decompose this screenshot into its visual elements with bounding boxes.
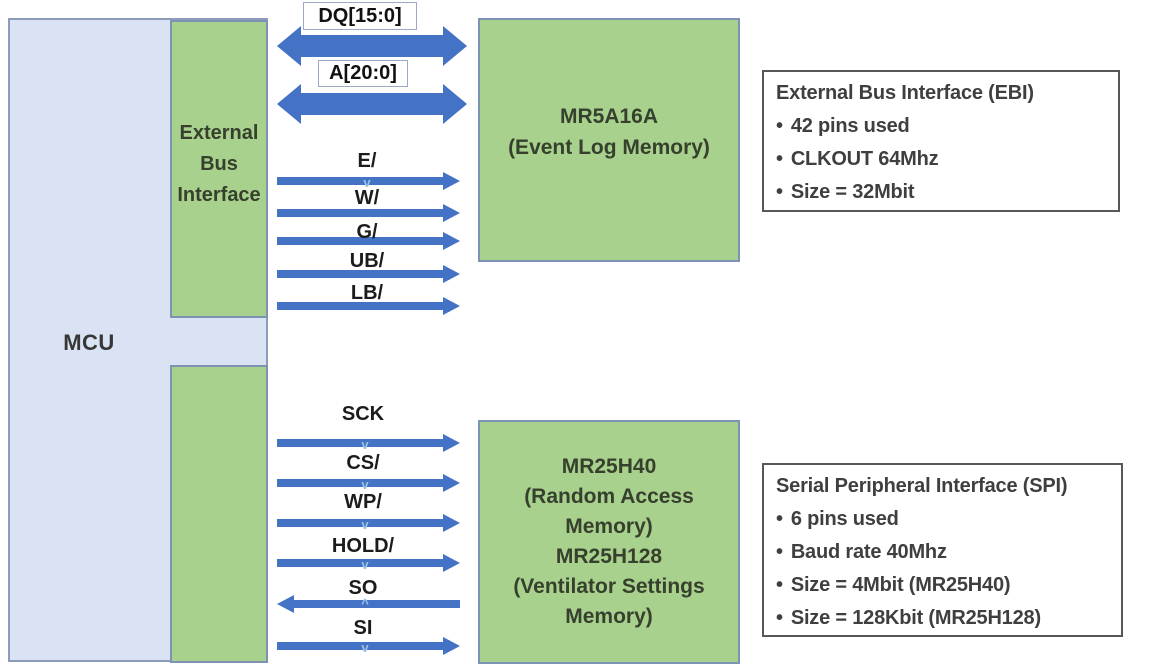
signal-arrow-e [277,172,460,190]
memory-line: Memory) [565,605,653,628]
connector-mark-icon: v [361,517,369,532]
signal-label-wp: WP/ [344,491,382,513]
signal-arrow-hold [277,554,460,572]
signal-label-sck: SCK [341,403,385,425]
dq-bus-arrow [277,26,467,66]
signal-arrow-si [277,637,460,655]
connector-mark-icon: v [363,175,371,190]
ebi-info-bullet: •CLKOUT 64Mhz [776,148,939,170]
ebi-info-bullet: •Size = 32Mbit [776,181,915,203]
memory-part-number: MR5A16A [559,105,659,128]
signal-label-lb: LB/ [350,282,384,304]
signal-arrow-w [277,204,460,222]
arrow-head-left-icon [277,84,301,124]
connector-mark-icon: v [361,437,369,452]
event-log-memory-block: MR5A16A (Event Log Memory) [478,18,740,262]
connector-mark-icon: v [361,557,369,572]
signal-label-cs: CS/ [346,452,380,474]
a-bus-arrow [277,84,467,124]
spi-info-bullet: •Size = 4Mbit (MR25H40) [776,574,1011,596]
connector-mark-icon: v [361,640,369,655]
signal-arrow-wp [277,514,460,532]
signal-arrow-sck [277,434,460,452]
signal-label-g: G/ [356,221,378,243]
arrow-head-left-icon [277,26,301,66]
ebi-info-title: External Bus Interface (EBI) [776,82,1034,104]
signal-arrow-lb [277,297,460,315]
signal-label-si: SI [353,617,373,639]
signal-arrow-ub [277,265,460,283]
signal-label-so: SO [348,577,378,599]
spi-info-bullet: •6 pins used [776,508,899,530]
spi-info-box: Serial Peripheral Interface (SPI) •6 pin… [762,463,1123,637]
spi-info-title: Serial Peripheral Interface (SPI) [776,475,1068,497]
memory-line: Memory) [565,515,653,538]
connector-mark-icon: ^ [361,596,369,611]
memory-line: MR25H128 [555,545,663,568]
memory-line: (Random Access [524,485,694,508]
spi-info-bullet: •Size = 128Kbit (MR25H128) [776,607,1041,629]
spi-block [170,365,268,663]
memory-description: (Event Log Memory) [508,136,710,159]
signal-label-e: E/ [357,150,377,172]
arrow-head-right-icon [443,84,467,124]
ebi-info-box: External Bus Interface (EBI) •42 pins us… [762,70,1120,212]
a-bus-label: A[20:0] [318,60,408,87]
ebi-block-label: External Bus Interface [177,121,261,206]
ebi-block: External Bus Interface [170,20,268,318]
signal-arrow-cs [277,474,460,492]
memory-line: (Ventilator Settings [513,575,705,598]
arrow-head-right-icon [443,26,467,66]
signal-label-w: W/ [354,187,380,209]
ebi-info-bullet: •42 pins used [776,115,910,137]
connector-mark-icon: v [361,477,369,492]
settings-memory-block: MR25H40 (Random Access Memory) MR25H128 … [478,420,740,664]
memory-line: MR25H40 [561,455,657,478]
dq-bus-label: DQ[15:0] [303,2,417,30]
signal-arrow-so [277,595,460,613]
spi-info-bullet: •Baud rate 40Mhz [776,541,947,563]
signal-label-hold: HOLD/ [331,535,395,557]
mcu-label: MCU [63,330,115,355]
signal-arrow-g [277,232,460,250]
signal-label-ub: UB/ [349,250,385,272]
